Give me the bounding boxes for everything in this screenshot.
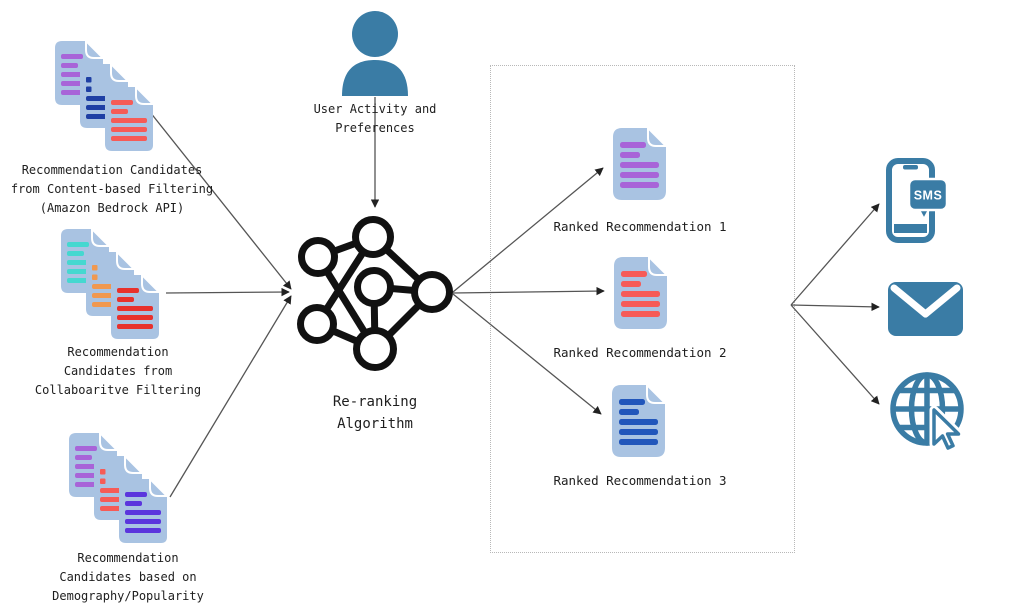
document-icon <box>613 127 667 200</box>
document-icon <box>105 86 154 151</box>
ranked-output-label-1: Ranked Recommendation 1 <box>553 219 727 234</box>
ranked-output-label-2: Ranked Recommendation 2 <box>553 345 727 360</box>
source-label-demography: Recommendation Candidates based on Demog… <box>52 551 204 603</box>
arrow-results-to-email <box>790 302 880 312</box>
arrow-model-to-rank3 <box>452 293 602 415</box>
source-label-content-based: Recommendation Candidates from Content-b… <box>10 163 214 215</box>
arrow-source1-to-model <box>149 111 292 290</box>
arrow-source3-to-model <box>169 295 292 498</box>
envelope-icon <box>888 282 963 336</box>
cursor-arrow <box>929 405 963 453</box>
source-label-collaborative: Recommendation Candidates from Collaboar… <box>34 345 202 397</box>
globe-cursor-icon <box>890 372 964 453</box>
arrow-model-to-rank1 <box>452 167 604 293</box>
sms-badge: SMS <box>914 189 943 203</box>
document-icon <box>119 478 168 543</box>
document-icon <box>111 274 160 339</box>
user-icon <box>342 11 408 96</box>
document-icon <box>612 384 666 457</box>
doc-stack-demography-popularity <box>68 432 168 544</box>
arrow-model-to-rank2 <box>452 286 605 296</box>
arrow-results-to-sms <box>790 203 880 306</box>
ranked-output-label-3: Ranked Recommendation 3 <box>553 473 727 488</box>
document-icon <box>614 256 668 329</box>
processor-label: Re-ranking Algorithm <box>332 394 418 432</box>
doc-stack-content-based-filtering <box>54 40 154 152</box>
neural-network-icon <box>297 216 453 371</box>
sms-phone-icon: SMS <box>886 158 949 243</box>
doc-stack-collaborative-filtering <box>60 228 160 340</box>
arrow-source2-to-model <box>165 287 290 297</box>
arrow-results-to-web <box>790 304 880 405</box>
user-input-label: User Activity and Preferences <box>313 102 437 135</box>
